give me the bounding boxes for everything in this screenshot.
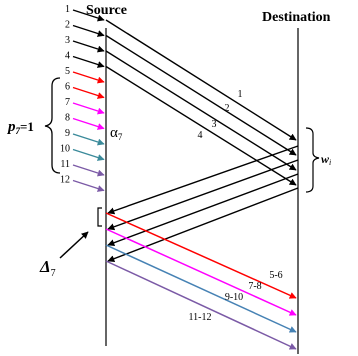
- queued-packet-arrow: [72, 40, 105, 53]
- ack-arrow: [107, 159, 299, 231]
- delayed-transmission-arrow: [105, 228, 297, 316]
- w-brace: [305, 127, 320, 193]
- delayed-transmission-arrow: [105, 244, 297, 333]
- transmission-label: 4: [198, 130, 203, 141]
- queued-packet-label: 10: [60, 144, 70, 155]
- ack-arrow: [107, 145, 299, 215]
- delayed-transmission-arrow: [105, 260, 297, 350]
- queued-packet-label: 5: [65, 66, 70, 77]
- queued-packet-label: 8: [65, 113, 70, 124]
- queued-packet-label: 11: [60, 159, 70, 170]
- ack-transmissions: [107, 145, 299, 263]
- queued-packet-arrow: [72, 86, 105, 99]
- delayed-transmission-arrow: [105, 212, 297, 299]
- delta-bracket: [97, 207, 102, 227]
- transmission-label: 2: [225, 103, 230, 114]
- delta-pointer: [59, 231, 89, 259]
- queued-packet-arrow: [72, 71, 105, 84]
- queued-packet-label: 4: [65, 51, 70, 62]
- alpha-label: α7: [110, 125, 123, 142]
- ack-arrow: [107, 187, 299, 263]
- queued-packet-arrow: [72, 9, 105, 22]
- p-label: p7=1: [6, 119, 34, 136]
- queued-packet-label: 6: [65, 82, 70, 93]
- queued-packet-arrow: [72, 133, 105, 146]
- transmission-arrow: [105, 50, 297, 171]
- delayed-transmission-label: 11-12: [189, 312, 212, 323]
- w-label: wi: [321, 152, 331, 167]
- transmission-label: 3: [212, 119, 217, 130]
- queued-packet-label: 12: [60, 175, 70, 186]
- transmission-arrow: [105, 19, 297, 141]
- delayed-transmission-label: 7-8: [248, 281, 261, 292]
- queued-packet-arrow: [72, 102, 105, 115]
- queued-packet-label: 1: [65, 4, 70, 15]
- queued-packet-arrow: [72, 117, 105, 130]
- queued-packet-arrow: [72, 55, 105, 68]
- queued-packet-label: 2: [65, 20, 70, 31]
- queued-packet-label: 3: [65, 35, 70, 46]
- queued-packet-arrow: [72, 24, 105, 37]
- delta-label: Δ7: [39, 257, 56, 279]
- delayed-transmissions: 5-6 7-8 9-10 11-12: [105, 212, 297, 350]
- queued-packet-arrow: [72, 148, 105, 161]
- destination-header: Destination: [262, 10, 331, 25]
- queued-packet-arrow: [72, 164, 105, 177]
- transmission-arrow: [105, 65, 297, 186]
- delayed-transmission-label: 5-6: [269, 270, 282, 281]
- source-header: Source: [86, 3, 127, 18]
- transmission-arrow: [105, 34, 297, 156]
- queued-packet-label: 9: [65, 128, 70, 139]
- queued-packet-label: 7: [65, 97, 70, 108]
- transmission-label: 1: [238, 89, 243, 100]
- ack-arrow: [107, 173, 299, 247]
- queued-packet-arrow: [72, 179, 105, 192]
- p-brace: [44, 77, 61, 174]
- delayed-transmission-label: 9-10: [225, 292, 243, 303]
